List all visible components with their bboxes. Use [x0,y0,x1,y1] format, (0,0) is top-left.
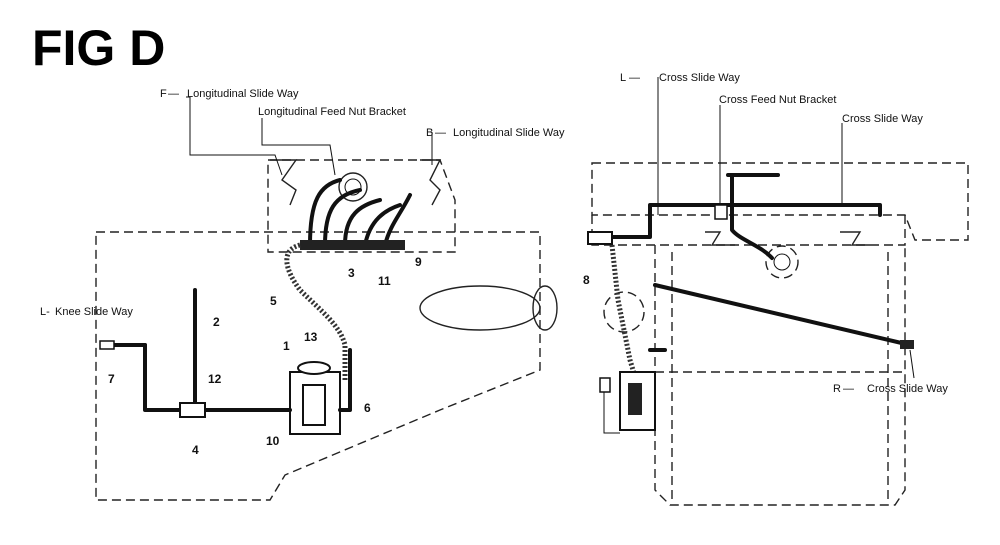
label-b: B [426,127,433,139]
pump-handle [599,377,611,393]
cross-feed-bracket [714,204,728,220]
part-number: 3 [348,266,355,280]
label-l: L- [40,306,50,318]
oil-line-b [323,188,362,247]
fitting-r [900,340,914,349]
cross-dovetail-right [840,231,870,246]
diagonal-pipe [653,283,912,347]
label-f-dash: — [168,88,179,100]
leader-f [186,96,283,176]
cross-nut-circle [765,245,799,279]
tee-fitting [179,402,206,418]
saddle-outline [267,159,456,253]
label-r: R [833,383,841,395]
leader-feed-nut [261,118,336,176]
knee-fitting [99,340,115,350]
label-cross-feed-nut-bracket: Cross Feed Nut Bracket [719,94,836,106]
side-circle [603,291,645,333]
flex-hose [284,242,348,380]
oil-line-e [383,193,412,247]
label-r-text: Cross Slide Way [867,383,948,395]
part-number: 13 [304,330,318,344]
cross-dovetail-left [705,231,735,246]
label-l-text: Knee Slide Way [55,306,133,318]
column-inner [671,252,889,500]
fitting-8 [587,231,613,245]
label-r-dash: — [843,383,854,395]
feed-nut-inner [344,178,362,196]
oil-line-d [363,203,402,247]
right-dovetail [420,159,442,206]
cylinder-outline [419,285,541,331]
label-b-dash: — [435,127,446,139]
leader-r [909,349,915,379]
return-pipe [338,348,352,412]
nut-pipe [730,173,774,260]
knee-outline [95,231,541,501]
oil-line-a [308,178,342,247]
part-number: 10 [266,434,280,448]
feed-nut-circle [338,172,368,202]
left-dovetail [270,159,298,206]
oil-pump-window [302,384,326,426]
main-pipe [143,343,292,412]
right-view: L — Cross Slide Way Cross Feed Nut Brack… [583,72,969,506]
pump-cap [297,361,331,375]
part-number: 8 [583,273,590,287]
part-number: 5 [270,294,277,308]
part-number: 12 [208,372,222,386]
part-number: 11 [378,274,391,288]
part-number: 7 [108,372,115,386]
oil-line-c [343,198,382,247]
cylinder-end [532,285,558,331]
label-l-right-dash: — [629,72,640,84]
part-number: 4 [192,443,199,457]
left-view: F — Longitudinal Slide Way Longitudinal … [40,88,565,501]
pump-handle-line [603,383,620,434]
part-number: 9 [415,255,422,269]
cross-pipe [598,203,882,239]
column-outline [654,245,906,506]
cross-hose [609,244,639,381]
part-number: 1 [283,339,290,353]
label-l-right: L [620,72,626,84]
cross-pump-window [628,383,642,415]
label-f-text: Longitudinal Slide Way [187,88,299,100]
part-number: 2 [213,315,220,329]
cross-nut-inner [773,253,791,271]
label-cross-slide-way: Cross Slide Way [842,113,923,125]
label-b-text: Longitudinal Slide Way [453,127,565,139]
label-feed-nut-bracket: Longitudinal Feed Nut Bracket [258,106,406,118]
figure-title: FIG D [32,20,165,76]
part-number: 6 [364,401,371,415]
distributor-block [300,240,405,250]
cross-saddle-outline [591,215,906,246]
label-f: F [160,88,167,100]
label-l-right-text: Cross Slide Way [659,72,740,84]
